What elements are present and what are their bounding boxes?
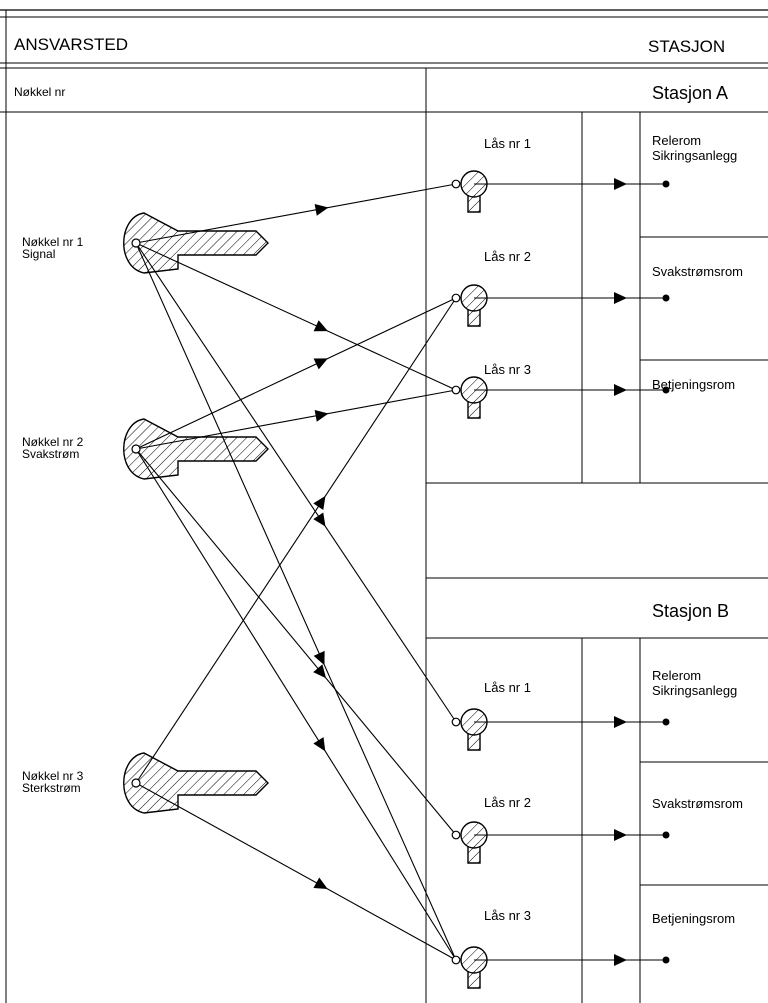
connection-line (135, 448, 457, 961)
key-3-label-line1: Nøkkel nr 3 (22, 769, 84, 783)
key-1-label-line2: Signal (22, 247, 55, 261)
key-2-label-line2: Svakstrøm (22, 447, 79, 461)
station-b-room-2: Svakstrømsrom (652, 796, 743, 811)
station-b-lock-3-label: Lås nr 3 (484, 908, 531, 923)
station-b-lock-1-label: Lås nr 1 (484, 680, 531, 695)
key-1-label-line1: Nøkkel nr 1 (22, 235, 84, 249)
station-a-lock-2-label: Lås nr 2 (484, 249, 531, 264)
key-icon (123, 212, 269, 274)
room-dot (662, 956, 670, 964)
station-a-lock-3-label: Lås nr 3 (484, 362, 531, 377)
connection-lines (135, 178, 670, 966)
room-dot (662, 386, 670, 394)
lock-icon (451, 284, 488, 327)
column-header-key-no: Nøkkel nr (14, 85, 65, 99)
station-b-room-3: Betjeningsrom (652, 911, 735, 926)
connection-line (135, 297, 457, 450)
key-icon (123, 752, 269, 814)
connection-arrow (313, 664, 327, 679)
connection-arrow (313, 877, 328, 890)
room-arrow (614, 954, 627, 966)
room-arrow (614, 716, 627, 728)
station-a-room-1-line2: Sikringsanlegg (652, 148, 737, 163)
lock-icon (451, 170, 488, 213)
lock-icon (451, 376, 488, 419)
station-a-room-2: Svakstrømsrom (652, 264, 743, 279)
connection-arrow (314, 409, 329, 422)
key-and-lock-symbols (123, 170, 488, 989)
connection-line (135, 297, 457, 784)
connection-line (135, 242, 457, 391)
room-arrow (614, 178, 627, 190)
connection-arrow (313, 512, 326, 527)
key-icon (123, 418, 269, 480)
station-b-room-1-line1: Relerom (652, 668, 701, 683)
room-dot (662, 831, 670, 839)
connection-arrow (313, 320, 328, 332)
station-b-lock-2-label: Lås nr 2 (484, 795, 531, 810)
room-arrow (614, 829, 627, 841)
station-a-lock-1-label: Lås nr 1 (484, 136, 531, 151)
station-a-room-3: Betjeningsrom (652, 377, 735, 392)
room-dot (662, 180, 670, 188)
key-2-label-line1: Nøkkel nr 2 (22, 435, 84, 449)
connection-arrow (313, 358, 328, 370)
room-arrow (614, 384, 627, 396)
connection-line (135, 242, 457, 961)
lock-icon (451, 708, 488, 751)
room-arrow (614, 292, 627, 304)
station-b-room-1-line2: Sikringsanlegg (652, 683, 737, 698)
station-a-title: Stasjon A (652, 83, 728, 103)
connection-line (135, 242, 457, 723)
header-ansvarsted: ANSVARSTED (14, 35, 128, 54)
room-dot (662, 294, 670, 302)
lock-icon (451, 821, 488, 864)
header-stasjon: STASJON (648, 37, 725, 56)
station-a-room-1-line1: Relerom (652, 133, 701, 148)
connection-arrow (313, 650, 325, 666)
connection-line (135, 448, 457, 836)
key-3-label-line2: Sterkstrøm (22, 781, 81, 795)
connection-arrow (314, 203, 329, 216)
connection-line (135, 782, 457, 961)
lock-icon (451, 946, 488, 989)
station-b-title: Stasjon B (652, 601, 729, 621)
connection-arrow (313, 737, 326, 752)
connection-arrow (313, 495, 326, 511)
room-dot (662, 718, 670, 726)
